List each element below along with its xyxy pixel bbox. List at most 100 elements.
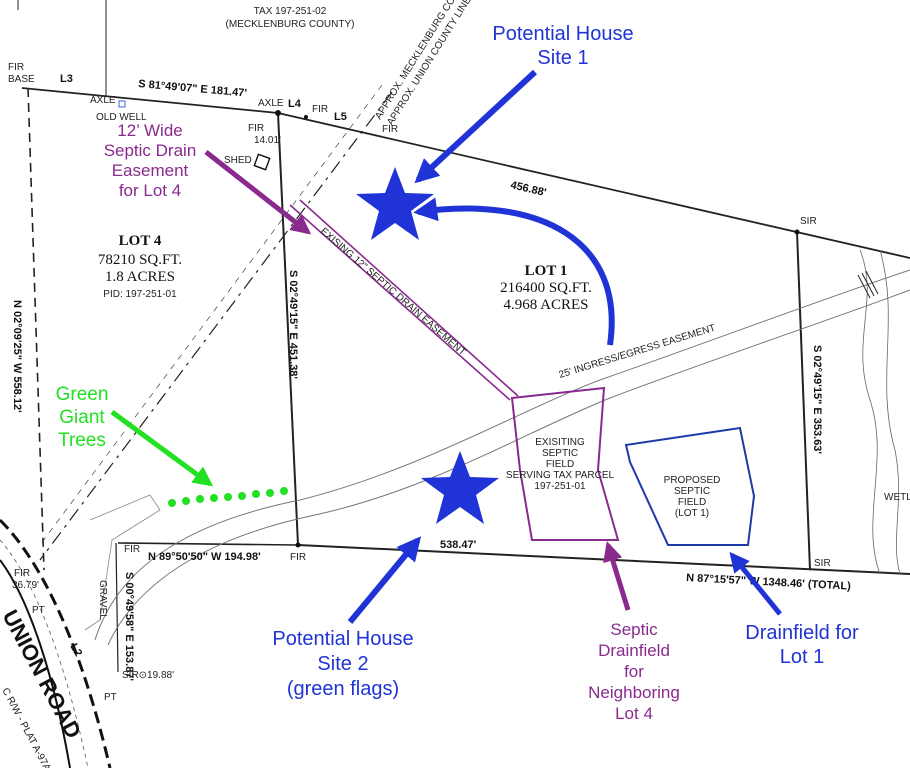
house1-line-2: Site 1: [537, 47, 588, 69]
sir-label-2: SIR: [814, 558, 831, 569]
lot4-sqft: 78210 SQ.FT.: [98, 252, 182, 268]
septic-drainfield-line-2: Drainfield: [598, 641, 670, 660]
septic-easement-line-1: 12’ Wide: [117, 121, 183, 140]
house2-line-2: Site 2: [317, 653, 368, 675]
fir-label-2: FIR: [382, 124, 398, 135]
star-icon: [421, 451, 499, 524]
house2-line-1: Potential House: [272, 628, 413, 650]
axle-label-2: AXLE: [258, 98, 284, 109]
existing-field-line-3: FIELD: [546, 459, 574, 470]
bearing-total-south: N 87°15'57" W 1348.46' (TOTAL): [686, 572, 852, 593]
arrow-icon: [603, 541, 631, 611]
lot1-title: LOT 1: [525, 263, 568, 279]
bearing-lot1-west: S 02°49'15" E 451.38': [287, 270, 299, 379]
fir-marker: [295, 542, 301, 548]
house1-line-1: Potential House: [492, 23, 633, 45]
arrow-icon: [413, 197, 615, 346]
sir-label: SIR: [800, 216, 817, 227]
septic-easement-line-3: Easement: [112, 161, 189, 180]
existing-field-line-5: 197-251-01: [534, 481, 586, 492]
fir-label: FIR: [312, 104, 328, 115]
septic-drain-easement-strip: [289, 199, 519, 401]
tax-line-1: TAX 197-251-02: [254, 6, 327, 17]
annotation-septic-easement: 12’ Wide Septic Drain Easement for Lot 4: [104, 121, 197, 200]
fir-36-label: 36.79': [12, 580, 39, 591]
septic-easement-label: EXISING 12" SEPTIC DRAIN EASEMENT: [318, 226, 468, 358]
septic-drainfield-line-1: Septic: [610, 620, 658, 639]
lot4-acres: 1.8 ACRES: [105, 269, 175, 285]
proposed-field-line-4: (LOT 1): [675, 508, 709, 519]
existing-field-line-2: SEPTIC: [542, 448, 578, 459]
annotation-house1: Potential House Site 1: [492, 23, 633, 69]
bearing-top-right: 456.88': [509, 179, 547, 199]
county-line-label-2: APPROX. UNION COUNTY LINE: [385, 0, 474, 128]
l2-label: L2: [67, 642, 84, 659]
septic-easement-line-4: for Lot 4: [119, 181, 181, 200]
fir-label-5: FIR: [290, 552, 306, 563]
sir-marker: [794, 229, 800, 235]
arrow-icon: [347, 536, 422, 624]
lot1-sqft: 216400 SQ.FT.: [500, 280, 592, 296]
lot1-acres: 4.968 ACRES: [503, 297, 588, 313]
annotation-septic-drainfield: Septic Drainfield for Neighboring Lot 4: [588, 620, 680, 723]
fir-14-label: 14.01': [254, 135, 281, 146]
bearing-lot4-south: N 89°50'50" W 194.98': [148, 551, 261, 563]
annotation-house2: Potential House Site 2 (green flags): [272, 628, 413, 700]
gravel-label: GRAVEL: [97, 580, 108, 620]
arrow-icon: [729, 551, 782, 616]
fir-base-label-1: FIR: [8, 62, 24, 73]
house2-line-3: (green flags): [287, 678, 399, 700]
annotation-drainfield-lot1: Drainfield for Lot 1: [745, 622, 859, 668]
old-well-label: OLD WELL: [96, 112, 147, 123]
bearing-top: S 81°49'07" E 181.47': [138, 78, 248, 99]
pt-label: PT: [32, 605, 45, 616]
old-well-marker: [118, 100, 126, 108]
lot4-title: LOT 4: [119, 233, 162, 249]
septic-drainfield-line-3: for: [624, 662, 644, 681]
fir-marker: [275, 110, 281, 116]
arrow-icon: [204, 150, 312, 235]
existing-field-line-4: SERVING TAX PARCEL: [506, 470, 615, 481]
proposed-field-line-1: PROPOSED: [664, 475, 721, 486]
green-trees-line-1: Green: [56, 384, 109, 405]
l3-label: L3: [60, 73, 73, 85]
fir-label-3: FIR: [248, 123, 264, 134]
star-icon: [356, 167, 434, 240]
proposed-septic-field: [624, 426, 756, 546]
ingress-easement-label: 25' INGRESS/EGRESS EASEMENT: [558, 323, 717, 381]
septic-drainfield-line-5: Lot 4: [615, 704, 653, 723]
bearing-lot4-west: N 02°09'25" W 558.12': [11, 300, 23, 413]
green-trees-line-2: Giant: [59, 407, 105, 428]
fir-marker: [304, 115, 308, 119]
septic-drainfield-line-4: Neighboring: [588, 683, 680, 702]
bearing-lot1-east: S 02°49'15" E 353.63': [811, 345, 823, 454]
l4-label: L4: [288, 98, 302, 110]
l5-label: L5: [334, 111, 347, 123]
sir-19-label: SIR⊙19.88': [122, 670, 174, 681]
lot4-pid: PID: 197-251-01: [103, 289, 177, 300]
axle-label: AXLE: [90, 95, 116, 106]
road-name: UNION ROAD: [0, 606, 86, 743]
septic-easement-line-2: Septic Drain: [104, 141, 197, 160]
bearing-lot1-south: 538.47': [440, 539, 477, 551]
annotation-green-trees: Green Giant Trees: [56, 384, 109, 451]
tax-line-2: (MECKLENBURG COUNTY): [226, 19, 355, 30]
wetl-label: WETL: [884, 492, 910, 503]
drainfield-lot1-line-1: Drainfield for: [745, 622, 859, 644]
pt-label-2: PT: [104, 692, 117, 703]
shed-marker: [253, 153, 271, 171]
fir-label-6: FIR: [14, 568, 30, 579]
arrow-icon: [110, 409, 214, 487]
shed-label: SHED: [224, 155, 252, 166]
proposed-field-line-3: FIELD: [678, 497, 706, 508]
fir-label-4: FIR: [124, 544, 140, 555]
proposed-field-line-2: SEPTIC: [674, 486, 710, 497]
drainfield-lot1-line-2: Lot 1: [780, 646, 824, 668]
fir-base-label-2: BASE: [8, 74, 35, 85]
arrow-icon: [414, 69, 538, 184]
existing-field-line-1: EXISITING: [535, 437, 585, 448]
green-trees-line-3: Trees: [58, 430, 106, 451]
